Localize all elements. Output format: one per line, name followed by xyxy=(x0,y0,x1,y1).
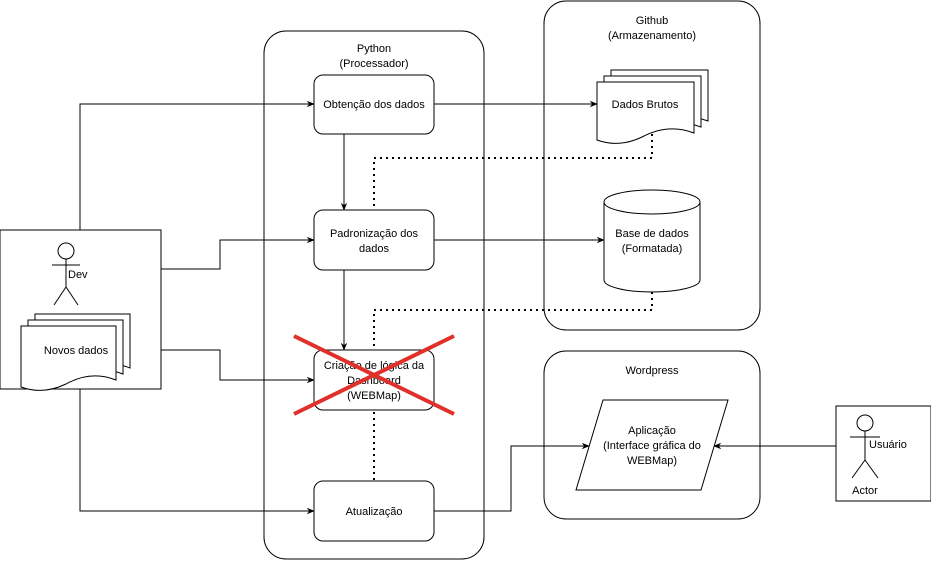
node-dados-brutos[interactable]: Dados Brutos xyxy=(596,69,709,144)
usuario-actor-icon[interactable] xyxy=(850,414,880,479)
node-criacao-label-2: Dashboard xyxy=(347,375,401,387)
node-aplicacao-label-3: WEBMap) xyxy=(627,455,677,467)
node-base-dados-label-2: (Formatada) xyxy=(622,243,683,255)
node-base-dados[interactable]: Base de dados (Formatada) xyxy=(603,189,701,293)
edge-atualizacao-to-aplicacao[interactable] xyxy=(434,442,590,512)
python-subtitle: (Processador) xyxy=(339,58,408,70)
edge-dev-to-atualizacao[interactable] xyxy=(79,389,315,515)
node-novos-dados-label: Novos dados xyxy=(44,345,109,357)
usuario-container[interactable] xyxy=(835,405,931,502)
node-base-dados-label-1: Base de dados xyxy=(615,228,689,240)
node-aplicacao-label-2: (Interface gráfica do xyxy=(603,440,701,452)
node-criacao-label-1: Criação de lógica da xyxy=(324,360,425,372)
node-criacao[interactable]: Criação de lógica da Dashboard (WEBMap) xyxy=(313,349,435,411)
node-padronizacao-label-2: dados xyxy=(359,243,389,255)
dotted-basedados-to-criacao[interactable] xyxy=(373,292,653,350)
node-atualizacao[interactable]: Atualização xyxy=(313,480,435,542)
node-padronizacao[interactable]: Padronização dos dados xyxy=(313,209,435,271)
dev-label: Dev xyxy=(68,269,88,281)
node-aplicacao[interactable]: Aplicação (Interface gráfica do WEBMap) xyxy=(575,399,729,491)
edges xyxy=(79,100,836,515)
dotted-dadosbrutos-to-padronizacao[interactable] xyxy=(373,134,653,210)
python-container[interactable]: Python (Processador) xyxy=(263,30,485,560)
actor-caption: Actor xyxy=(852,485,878,497)
edge-novos-to-criacao[interactable] xyxy=(161,349,315,384)
wordpress-title: Wordpress xyxy=(626,365,679,377)
node-atualizacao-label: Atualização xyxy=(346,506,403,518)
dev-actor-icon[interactable] xyxy=(52,242,80,306)
python-title: Python xyxy=(357,43,391,55)
node-criacao-label-3: (WEBMap) xyxy=(347,390,401,402)
usuario-label: Usuário xyxy=(869,439,907,451)
dotted-links xyxy=(373,134,653,481)
node-obtencao[interactable]: Obtenção dos dados xyxy=(313,74,435,135)
node-aplicacao-label-1: Aplicação xyxy=(628,425,676,437)
node-obtencao-label: Obtenção dos dados xyxy=(323,99,425,111)
edge-dev-to-padronizacao[interactable] xyxy=(161,236,315,270)
node-padronizacao-label-1: Padronização dos xyxy=(330,228,419,240)
node-dados-brutos-label: Dados Brutos xyxy=(612,99,679,111)
edge-dev-to-obtencao[interactable] xyxy=(79,100,315,230)
node-novos-dados[interactable]: Novos dados xyxy=(20,313,131,391)
cross-out-mark xyxy=(293,334,455,416)
github-subtitle: (Armazenamento) xyxy=(608,30,696,42)
github-title: Github xyxy=(636,15,668,27)
